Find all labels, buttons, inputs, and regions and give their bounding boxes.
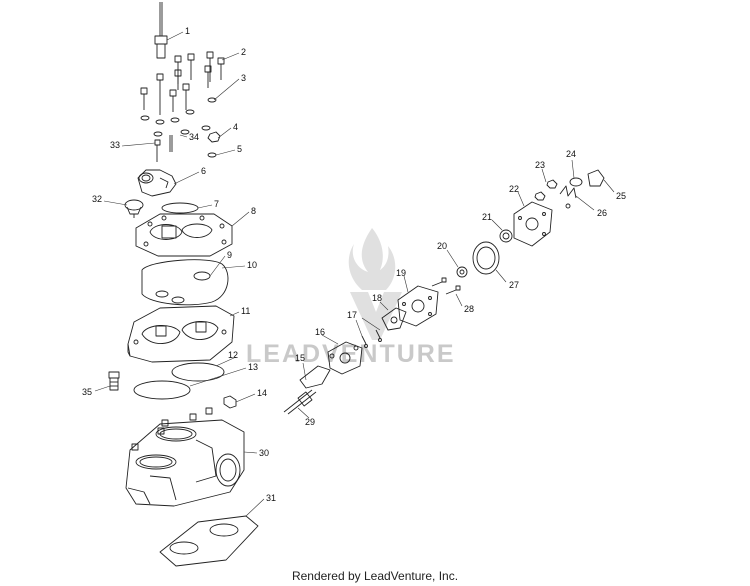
watermark-text: LEADVENTURE	[246, 340, 456, 368]
callout-17: 17	[347, 310, 357, 320]
callout-29: 29	[305, 417, 315, 427]
part-15-gasket	[299, 365, 331, 389]
callout-28: 28	[464, 304, 474, 314]
part-34-stud	[169, 135, 173, 152]
part-19-pump-housing	[397, 285, 439, 327]
callout-15: 15	[295, 353, 305, 363]
leader-lines	[94, 31, 615, 517]
part-20-gear	[456, 266, 468, 278]
callout-1: 1	[185, 26, 190, 36]
callout-27: 27	[509, 280, 519, 290]
callout-18: 18	[372, 293, 382, 303]
callout-13: 13	[248, 362, 258, 372]
callout-5: 5	[237, 144, 242, 154]
callout-31: 31	[266, 493, 276, 503]
part-26-spring	[559, 185, 577, 209]
callout-2: 2	[241, 47, 246, 57]
callout-35: 35	[82, 387, 92, 397]
callout-20: 20	[437, 241, 447, 251]
part-29-pump-shaft	[283, 389, 317, 415]
part-11-cylinder-head	[127, 305, 235, 363]
part-31-base-gasket	[159, 515, 259, 567]
callout-12: 12	[228, 350, 238, 360]
callout-8: 8	[251, 206, 256, 216]
part-5-washer	[207, 152, 217, 158]
part-21-seal	[499, 229, 513, 243]
callout-32: 32	[92, 194, 102, 204]
callout-34: 34	[189, 132, 199, 142]
rendered-by-footer: Rendered by LeadVenture, Inc.	[291, 569, 459, 583]
part-23-nuts	[534, 179, 558, 201]
callout-4: 4	[233, 122, 238, 132]
callout-24: 24	[566, 149, 576, 159]
part-30-cylinder-block	[125, 407, 245, 507]
part-10-head-gasket	[141, 259, 229, 306]
callout-10: 10	[247, 260, 257, 270]
part-13-o-ring	[133, 380, 191, 400]
callout-22: 22	[509, 184, 519, 194]
part-35-plug	[108, 371, 120, 391]
callout-6: 6	[201, 166, 206, 176]
part-17-pins	[361, 329, 382, 348]
callout-labels: 1 2 3 4 5 6 7 8 9 10 11 12 13 14 15 16 1…	[82, 26, 626, 503]
watermark-flame-logo	[348, 228, 402, 340]
callout-25: 25	[616, 191, 626, 201]
part-24-o-ring	[569, 177, 583, 187]
part-9-o-ring	[193, 271, 211, 281]
part-4-nut	[207, 131, 221, 143]
callout-9: 9	[227, 250, 232, 260]
part-12-o-ring	[171, 362, 225, 382]
callout-14: 14	[257, 388, 267, 398]
part-2-head-bolts	[140, 51, 225, 115]
callout-21: 21	[482, 212, 492, 222]
part-33-stud	[154, 139, 161, 162]
part-32-thermostat	[124, 199, 144, 218]
callout-26: 26	[597, 208, 607, 218]
callout-19: 19	[396, 268, 406, 278]
part-16-pump-body	[327, 341, 363, 375]
part-22-pump-cover	[513, 201, 553, 247]
part-1-sensor	[154, 2, 168, 59]
callout-23: 23	[535, 160, 545, 170]
part-3-washers	[140, 97, 217, 137]
callout-3: 3	[241, 73, 246, 83]
part-8-head-cover	[135, 213, 233, 257]
callout-30: 30	[259, 448, 269, 458]
callout-7: 7	[214, 199, 219, 209]
part-14-nut	[223, 395, 237, 409]
part-27-impeller	[472, 241, 500, 275]
callout-16: 16	[315, 327, 325, 337]
part-6-outlet-housing	[137, 169, 177, 197]
part-18-gasket	[381, 307, 407, 331]
part-7-o-ring	[161, 202, 199, 214]
part-28-screws	[431, 277, 461, 295]
watermark: LEADVENTURE	[246, 228, 456, 368]
callout-33: 33	[110, 140, 120, 150]
part-25-cap	[587, 169, 605, 187]
callout-11: 11	[241, 306, 250, 316]
